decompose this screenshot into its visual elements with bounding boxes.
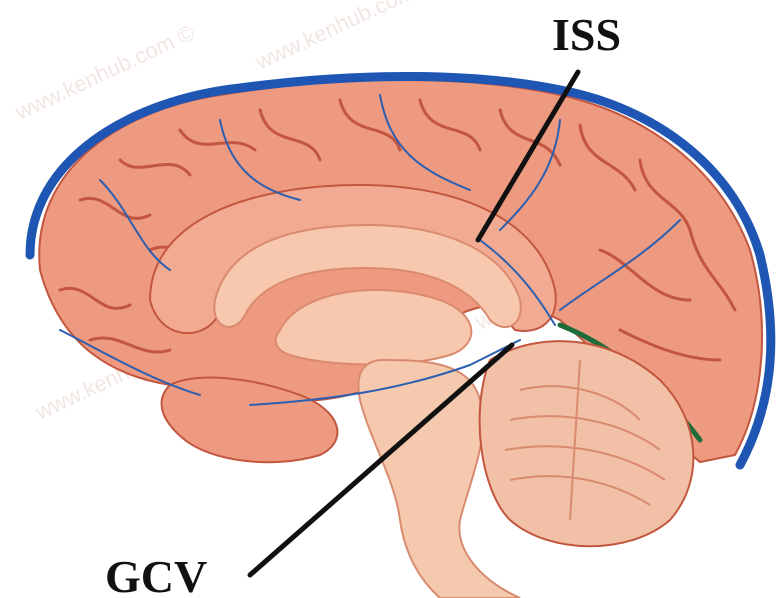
label-iss: ISS [552, 9, 621, 60]
label-gcv: GCV [105, 551, 207, 598]
svg-text:www.kenhub.com ©: www.kenhub.com © [251, 0, 439, 75]
